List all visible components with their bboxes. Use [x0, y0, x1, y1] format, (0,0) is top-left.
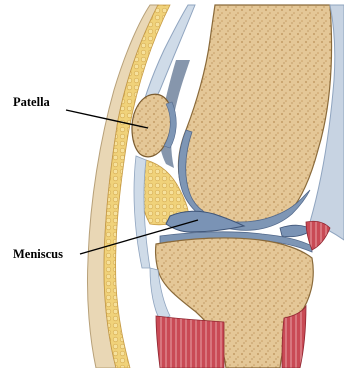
femur [179, 5, 332, 228]
anterior-muscle [156, 316, 224, 368]
meniscus-label: Meniscus [13, 248, 63, 261]
patella-label: Patella [13, 96, 50, 109]
